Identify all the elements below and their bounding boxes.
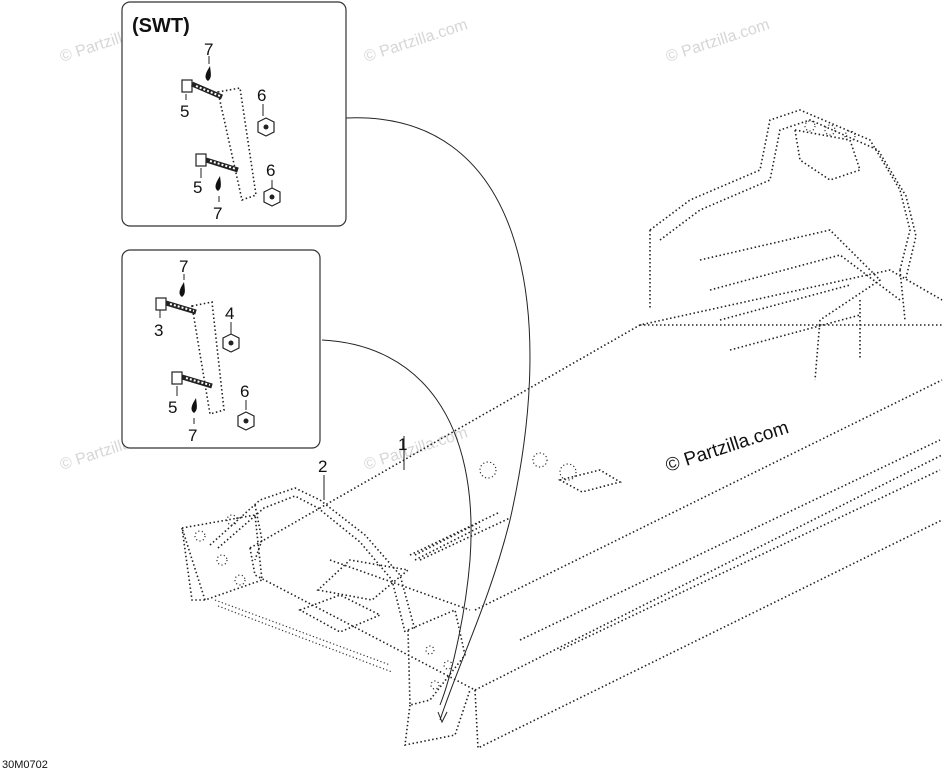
inset-standard-frame	[121, 249, 321, 449]
nut-icon	[263, 187, 281, 207]
nut-icon	[222, 333, 240, 353]
inset-standard: 7 3 4 5 6 7	[121, 249, 321, 449]
threadlocker-drop-icon	[191, 398, 197, 413]
threadlocker-drop-icon	[215, 176, 221, 191]
callout-7: 7	[179, 257, 188, 276]
watermark: © Partzilla.com	[664, 16, 772, 65]
callout-5: 5	[168, 398, 177, 417]
inset-swt-frame	[121, 1, 347, 227]
callout-3: 3	[154, 321, 163, 340]
callout-6: 6	[266, 161, 275, 180]
callout-7: 7	[188, 426, 197, 445]
figure-code: 30M0702	[2, 759, 48, 771]
inset-title: (SWT)	[132, 15, 190, 37]
callout-6: 6	[240, 382, 249, 401]
callout-7: 7	[213, 204, 222, 223]
bracket-bar	[191, 301, 225, 416]
callout-1: 1	[398, 435, 407, 454]
bolt-icon	[171, 371, 213, 389]
bolt-icon	[181, 79, 223, 100]
nut-icon	[257, 117, 275, 137]
watermark: © Partzilla.com	[663, 417, 791, 477]
callout-5: 5	[180, 102, 189, 121]
bolt-icon	[195, 153, 239, 173]
watermark: © Partzilla.com	[362, 424, 470, 473]
leader-lines	[321, 117, 531, 724]
callout-4: 4	[225, 304, 234, 323]
inset-swt: (SWT)	[121, 1, 347, 227]
watermark: © Partzilla.com	[362, 16, 470, 65]
threadlocker-drop-icon	[205, 66, 211, 81]
threadlocker-drop-icon	[179, 282, 185, 297]
callout-7: 7	[204, 40, 213, 59]
callout-5: 5	[193, 178, 202, 197]
chassis-frame	[180, 109, 943, 750]
callout-6: 6	[257, 86, 266, 105]
bolt-icon	[155, 297, 197, 315]
callout-2: 2	[318, 457, 327, 476]
nut-icon	[237, 411, 255, 431]
